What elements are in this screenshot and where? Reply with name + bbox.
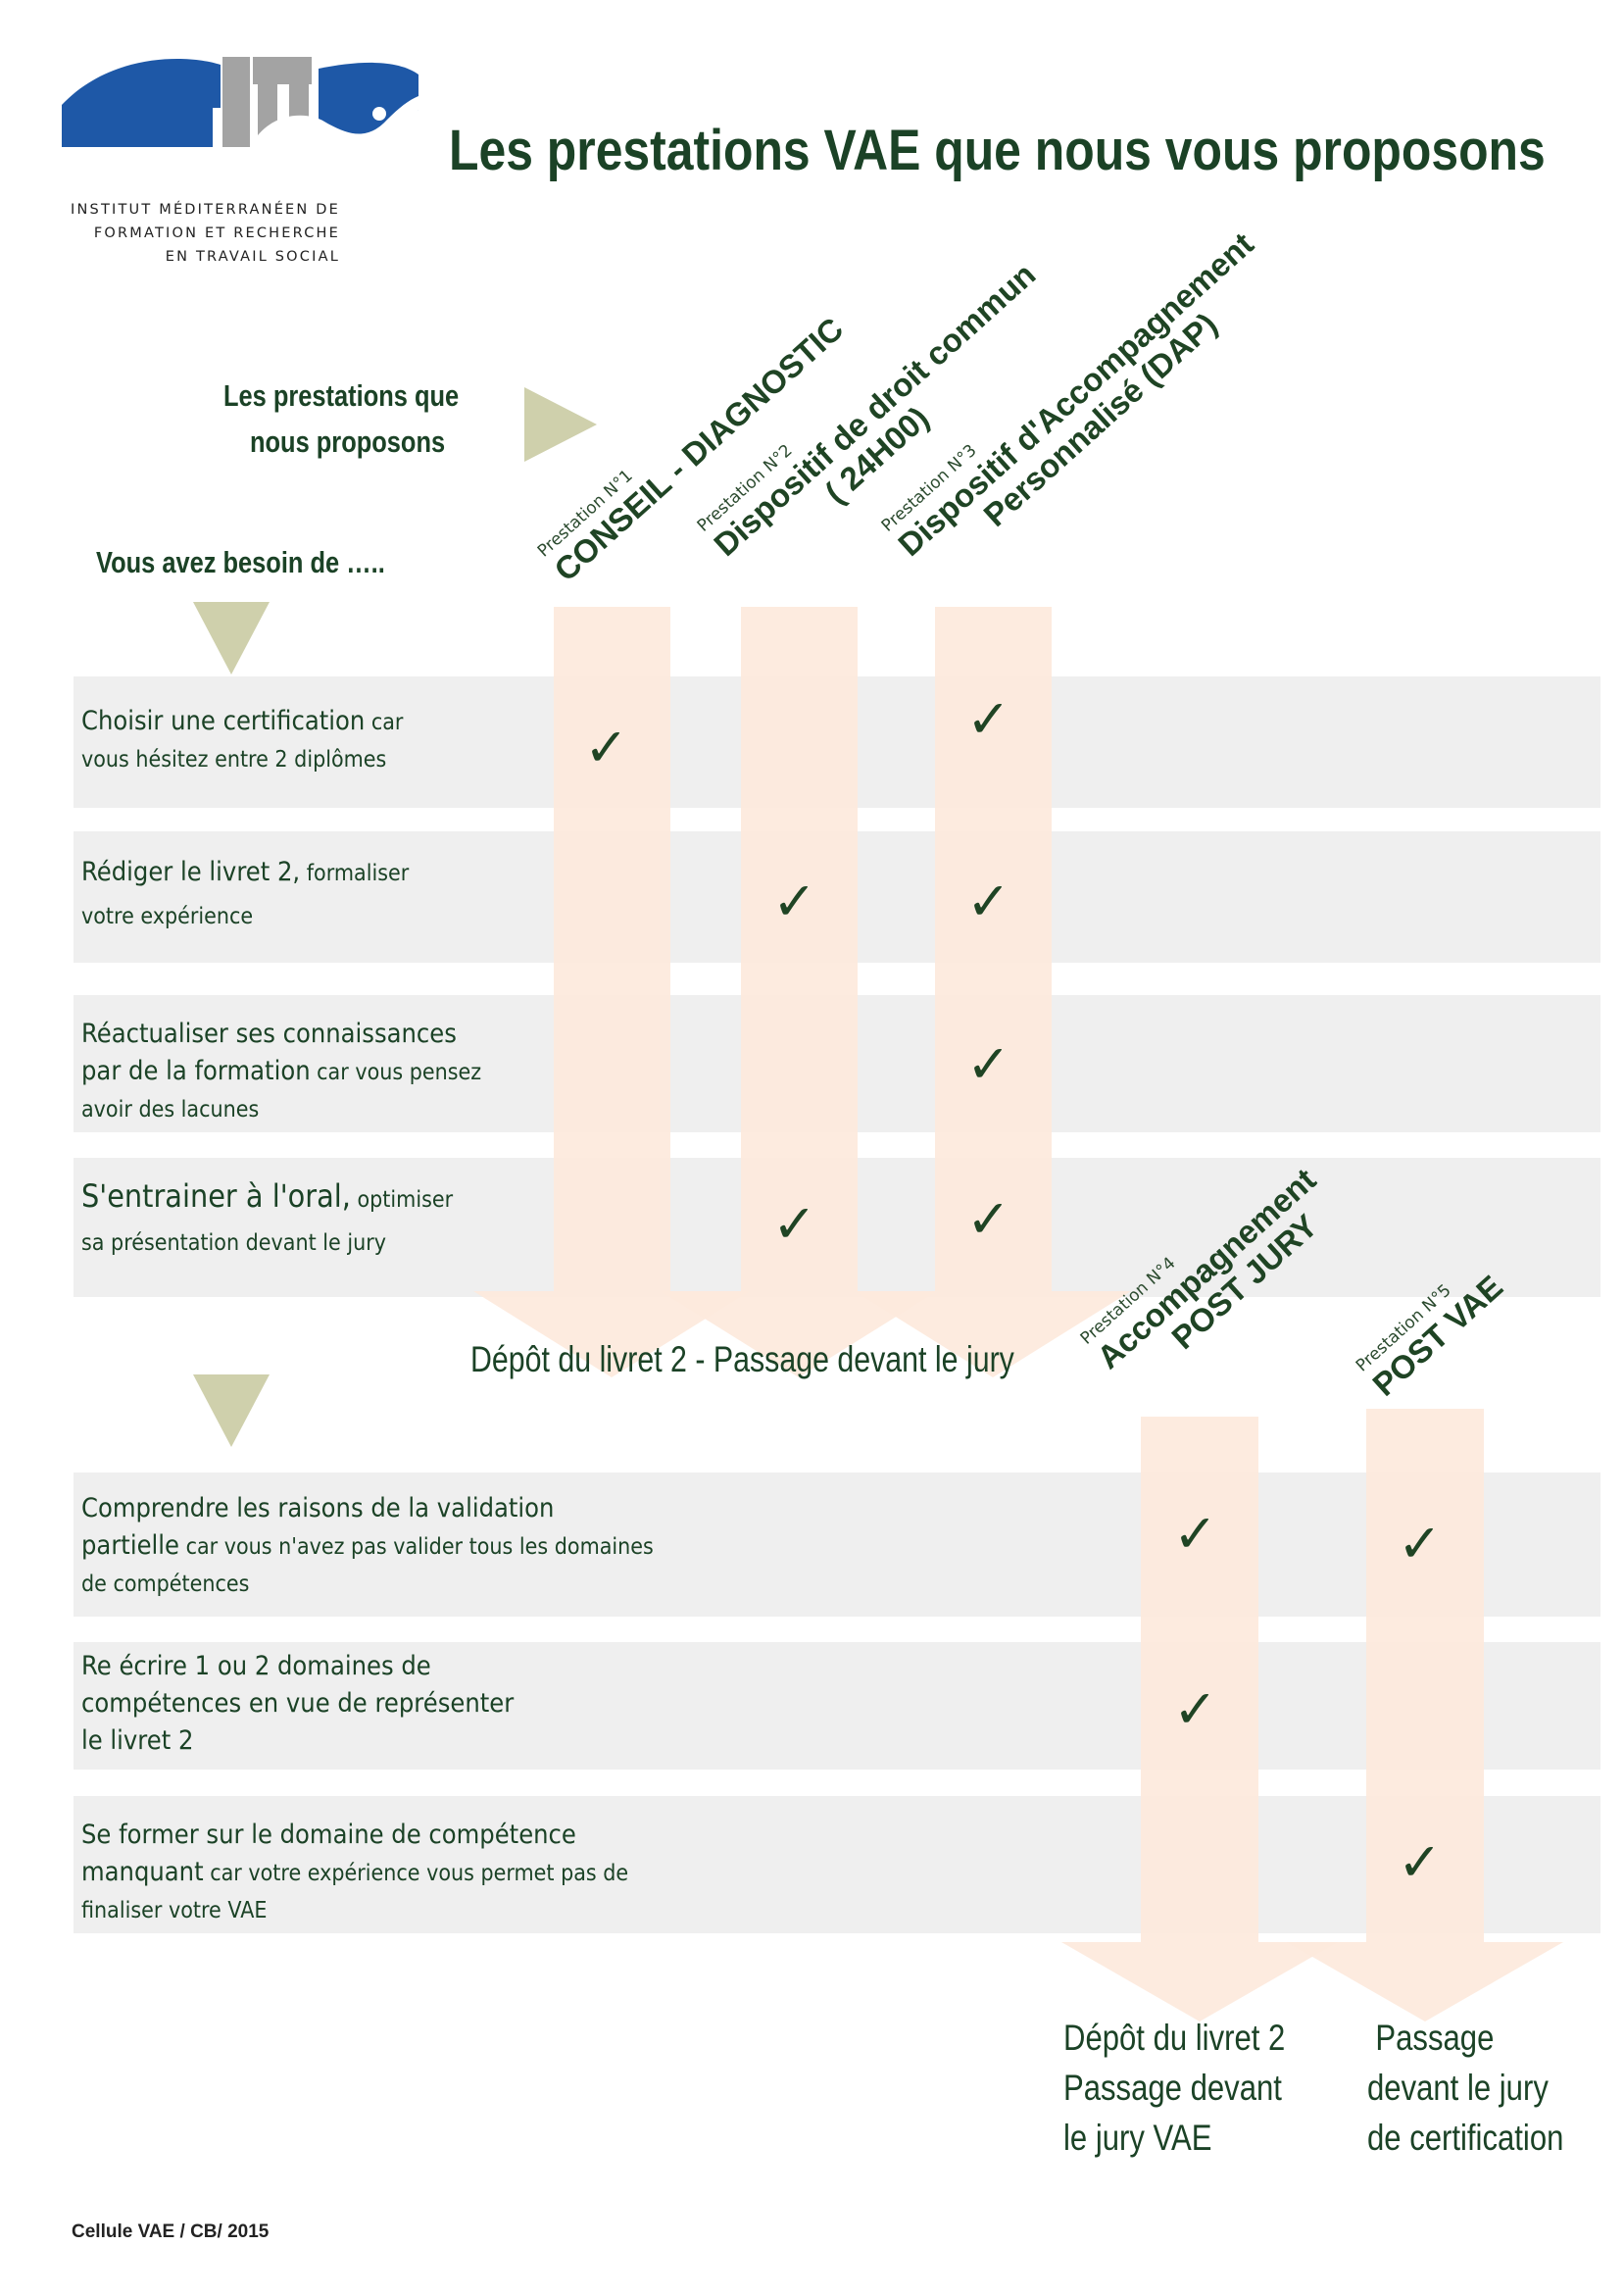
- post-text-3-small: car votre expérience vous permet pas de: [203, 1861, 629, 1886]
- check-icon: ✓: [966, 871, 1011, 932]
- post-text-3-line1: Se former sur le domaine de compétence: [81, 1820, 576, 1850]
- right-triangle-icon: [524, 387, 597, 462]
- bottom-label-right-line: Passage: [1375, 2018, 1495, 2058]
- need-text-4: S'entrainer à l'oral, optimiser sa prése…: [81, 1177, 453, 1262]
- check-icon: ✓: [1173, 1503, 1218, 1565]
- post-text-1-main: partielle: [81, 1530, 179, 1561]
- need-text-3-line3: avoir des lacunes: [81, 1097, 260, 1123]
- need-text-2: Rédiger le livret 2, formaliser votre ex…: [81, 854, 409, 935]
- post-text-2-line2: compétences en vue de représenter: [81, 1688, 515, 1719]
- check-icon: ✓: [584, 717, 629, 778]
- logo-blue-shape: [62, 58, 221, 148]
- logo-grey-t: [222, 57, 250, 147]
- post-text-2-line3: le livret 2: [81, 1725, 194, 1756]
- arrow-prestation-3: [855, 607, 1131, 1377]
- bottom-label-left-line: Passage devant: [1063, 2068, 1282, 2108]
- post-text-2: Re écrire 1 ou 2 domaines de compétences…: [81, 1648, 514, 1760]
- logo-swoosh: [250, 96, 418, 148]
- post-row-2: [74, 1642, 1600, 1770]
- need-text-2-small: formaliser: [300, 861, 410, 886]
- arrow-prestation-5: [1287, 1409, 1563, 2021]
- check-icon: ✓: [966, 688, 1011, 750]
- need-text-3: Réactualiser ses connaissances par de la…: [81, 1016, 481, 1128]
- check-icon: ✓: [1173, 1678, 1218, 1740]
- down-triangle-icon: [193, 602, 270, 674]
- post-text-3: Se former sur le domaine de compétence m…: [81, 1817, 628, 1929]
- intro-line-2: nous proposons: [250, 424, 446, 459]
- page-title: Les prestations VAE que nous vous propos…: [449, 119, 1546, 182]
- post-text-1: Comprendre les raisons de la validation …: [81, 1490, 654, 1603]
- bottom-label-left-line: le jury VAE: [1063, 2118, 1212, 2158]
- middle-label: Dépôt du livret 2 - Passage devant le ju…: [470, 1339, 1014, 1379]
- check-icon: ✓: [772, 871, 817, 932]
- intro-line-1: Les prestations que: [223, 378, 460, 413]
- post-row-1: [74, 1472, 1600, 1617]
- bottom-label-left: Dépôt du livret 2 Passage devant le jury…: [1063, 2013, 1285, 2163]
- footer-credit: Cellule VAE / CB/ 2015: [72, 2221, 270, 2242]
- post-text-1-small: car vous n'avez pas valider tous les dom…: [178, 1534, 654, 1560]
- need-text-4-line2: sa présentation devant le jury: [81, 1230, 386, 1256]
- check-icon: ✓: [1398, 1513, 1443, 1574]
- post-text-3-line3: finaliser votre VAE: [81, 1898, 268, 1923]
- post-row-3: [74, 1796, 1600, 1933]
- need-text-1-line2: vous hésitez entre 2 diplômes: [81, 747, 387, 773]
- bottom-label-right-line: devant le jury: [1367, 2068, 1549, 2108]
- need-text-3-line1: Réactualiser ses connaissances: [81, 1019, 457, 1049]
- bottom-label-right: Passage devant le jury de certification: [1367, 2013, 1563, 2163]
- post-text-3-main: manquant: [81, 1857, 204, 1887]
- logo-text-line: INSTITUT MÉDITERRANÉEN DE: [71, 202, 340, 218]
- bottom-label-left-line: Dépôt du livret 2: [1063, 2018, 1286, 2058]
- logo-text-line: EN TRAVAIL SOCIAL: [165, 249, 340, 265]
- check-icon: ✓: [966, 1033, 1011, 1095]
- need-text-3-main: par de la formation: [81, 1056, 311, 1086]
- need-text-2-line2: votre expérience: [81, 904, 254, 929]
- arrow-prestation-4: [1061, 1417, 1338, 2021]
- need-text-1-small: car: [365, 710, 404, 735]
- logo-text-line: FORMATION ET RECHERCHE: [93, 225, 340, 241]
- arrow-prestation-1: [473, 607, 750, 1377]
- need-text-1: Choisir une certification car vous hésit…: [81, 703, 403, 778]
- need-label: Vous avez besoin de …..: [96, 545, 385, 579]
- need-text-1-main: Choisir une certification: [81, 706, 366, 736]
- logo-grey-bar: [253, 57, 312, 84]
- need-text-2-main: Rédiger le livret 2,: [81, 857, 301, 887]
- need-text-4-main: S'entrainer à l'oral,: [81, 1177, 351, 1215]
- need-text-4-small: optimiser: [350, 1187, 454, 1213]
- logo-dot: [372, 107, 386, 121]
- bottom-label-right-line: de certification: [1367, 2118, 1564, 2158]
- check-icon: ✓: [1398, 1831, 1443, 1893]
- post-text-2-line1: Re écrire 1 ou 2 domaines de: [81, 1651, 431, 1681]
- need-text-3-small: car vous pensez: [310, 1060, 482, 1085]
- check-icon: ✓: [966, 1188, 1011, 1250]
- arrow-prestation-2: [661, 607, 937, 1377]
- check-icon: ✓: [772, 1193, 817, 1255]
- down-triangle-icon: [193, 1374, 270, 1447]
- imf-logo: [62, 57, 418, 148]
- post-text-1-line3: de compétences: [81, 1572, 250, 1597]
- post-text-1-line1: Comprendre les raisons de la validation: [81, 1493, 555, 1523]
